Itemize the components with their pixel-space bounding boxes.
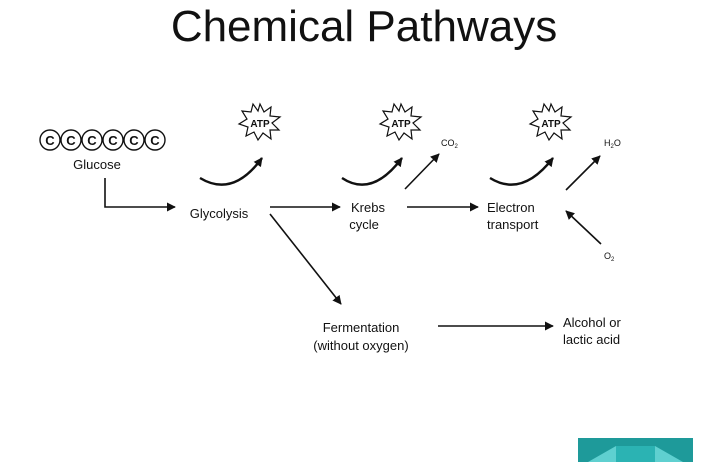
krebs-label-line2: cycle: [349, 217, 379, 232]
co2-label: CO2: [441, 138, 459, 150]
atp-yield-arrow-krebs: [341, 157, 403, 186]
product-label-line1: Alcohol or: [563, 315, 621, 330]
h2o-label: H2O: [604, 138, 621, 150]
atp-burst-glycolysis: ATP: [237, 102, 282, 142]
glycolysis-label: Glycolysis: [190, 206, 249, 221]
o2-label: O2: [604, 251, 615, 263]
krebs-label-line1: Krebs: [351, 200, 385, 215]
atp-label: ATP: [391, 119, 411, 130]
co2-release-arrow: [404, 153, 440, 190]
carbon-atom: C: [150, 133, 160, 148]
glucose-label: Glucose: [73, 157, 121, 172]
fermentation-label-line2: (without oxygen): [313, 338, 408, 353]
atp-label: ATP: [250, 119, 270, 130]
atp-label: ATP: [541, 119, 561, 130]
carbon-atom: C: [66, 133, 76, 148]
h2o-release-arrow: [565, 155, 601, 191]
atp-burst-krebs: ATP: [378, 102, 423, 142]
product-label-line2: lactic acid: [563, 332, 620, 347]
o2-input-arrow: [565, 210, 602, 245]
atp-burst-electron-transport: ATP: [528, 102, 573, 142]
electron-transport-label-line1: Electron: [487, 200, 535, 215]
atp-yield-arrow-electron-transport: [489, 157, 554, 186]
carbon-atom: C: [87, 133, 97, 148]
carbon-atom: C: [108, 133, 118, 148]
nav-arrows-icon: [588, 446, 683, 462]
glucose-molecule: C C C C C C: [39, 129, 166, 151]
fermentation-label-line1: Fermentation: [323, 320, 400, 335]
carbon-atom: C: [129, 133, 139, 148]
atp-yield-arrow-glycolysis: [199, 157, 263, 186]
electron-transport-label-line2: transport: [487, 217, 539, 232]
carbon-atom: C: [45, 133, 55, 148]
page-title: Chemical Pathways: [170, 2, 558, 51]
nav-button[interactable]: [578, 438, 693, 462]
glycolysis-to-fermentation-arrow: [269, 213, 342, 305]
glucose-to-glycolysis-arrow: [104, 178, 176, 212]
